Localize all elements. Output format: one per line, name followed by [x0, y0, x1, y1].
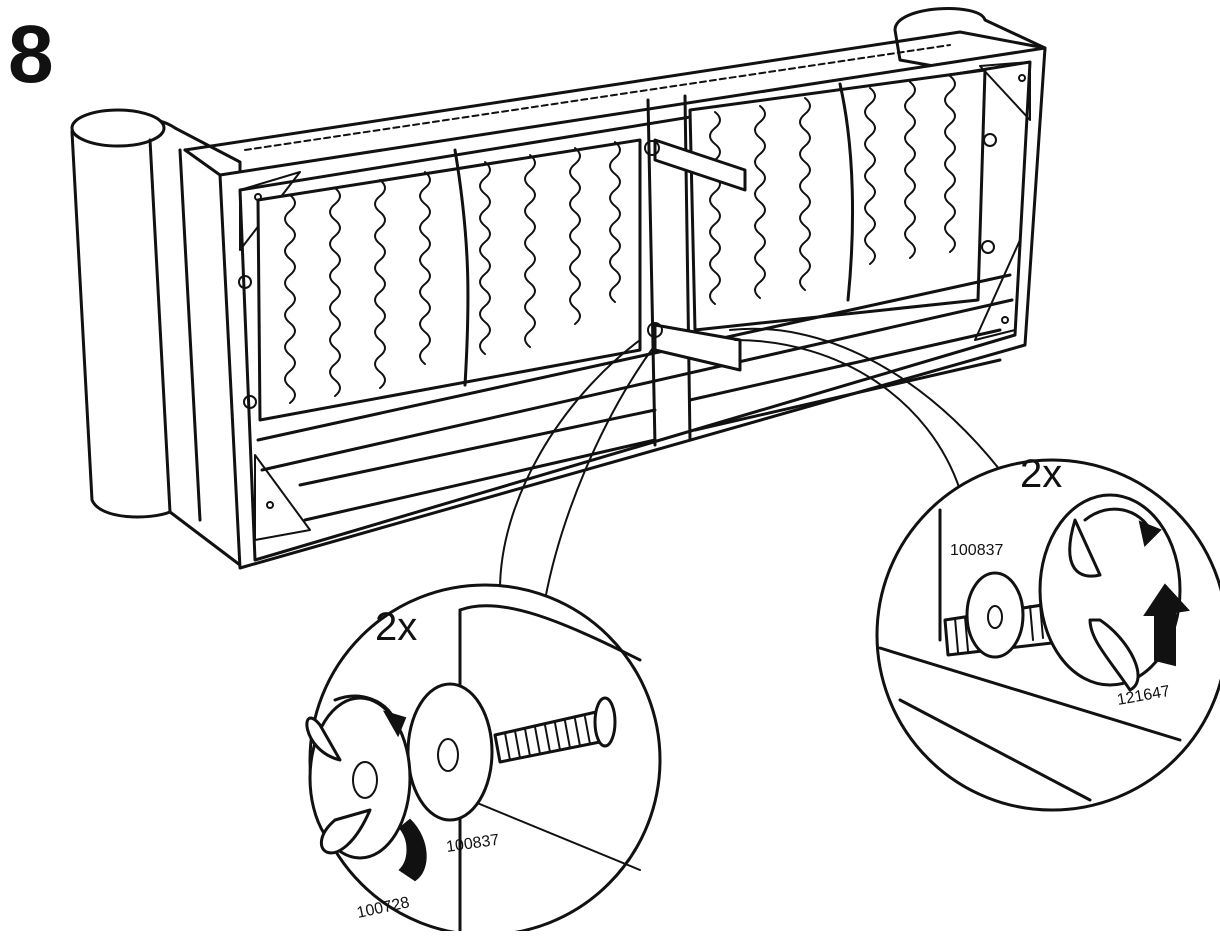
washer-right	[965, 571, 1025, 659]
step-number: 8	[8, 9, 54, 100]
quantity-label-right: 2x	[1020, 452, 1062, 496]
quantity-label-left: 2x	[375, 605, 417, 649]
spring-panel-right	[688, 68, 987, 332]
callout-right: 2x 100837 121647	[875, 452, 1220, 812]
spring-panel-left	[256, 138, 642, 422]
left-armrest-top	[70, 108, 166, 148]
springs-right	[709, 75, 956, 305]
leader-line-left	[499, 339, 641, 591]
leader-line-right	[729, 327, 1001, 471]
left-armrest	[70, 114, 242, 567]
connector-bracket-lower	[653, 323, 742, 372]
part-number-washer-right: 100837	[950, 542, 1003, 559]
callout-left: 2x 100837 100728	[305, 583, 662, 936]
wing-nut-left	[308, 696, 412, 860]
sofa-frame	[70, 7, 1047, 570]
frame-screws	[238, 74, 1026, 509]
springs-left	[284, 141, 621, 404]
washer-left	[406, 682, 494, 822]
bolt-head	[593, 696, 617, 748]
up-arrow-icon	[1143, 583, 1191, 667]
